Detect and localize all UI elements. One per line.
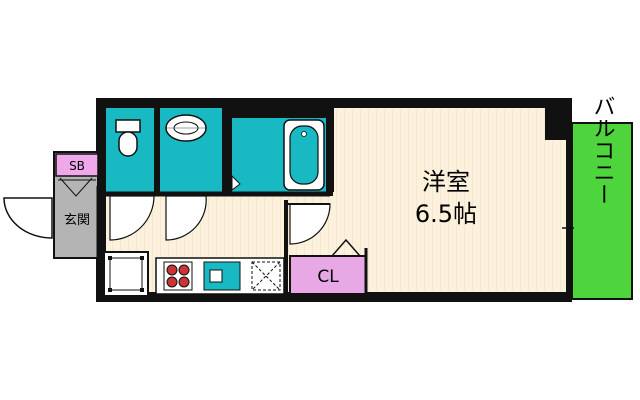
shoe-box: [55, 153, 99, 177]
sink-icon: [203, 261, 241, 291]
shoe-box-label: SB: [69, 159, 85, 173]
closet: [289, 255, 367, 295]
bath-door-icon: [231, 174, 241, 191]
room-door-icon: [289, 203, 331, 245]
closet-label: CL: [317, 267, 339, 287]
stove-icon: [163, 261, 193, 291]
column: [545, 108, 566, 140]
washroom-door-icon: [165, 195, 207, 241]
fridge-space-icon: [103, 251, 149, 297]
shoe-box-marks: [58, 177, 96, 197]
washbasin-icon: [165, 114, 207, 142]
front-door-icon: [3, 197, 53, 239]
entrance-label: 玄関: [64, 213, 90, 228]
washing-machine-space-icon: [251, 261, 281, 291]
balcony-area: [571, 122, 633, 300]
balcony-label: バルコニー: [590, 95, 615, 205]
closet-door-icon: [331, 238, 361, 257]
bathtub-icon: [283, 119, 325, 191]
western-room-floor: [334, 108, 566, 292]
western-room-name: 洋室: [422, 168, 470, 196]
toilet-door-icon: [109, 195, 155, 241]
toilet-icon: [115, 119, 141, 157]
western-room-size: 6.5帖: [415, 200, 477, 228]
